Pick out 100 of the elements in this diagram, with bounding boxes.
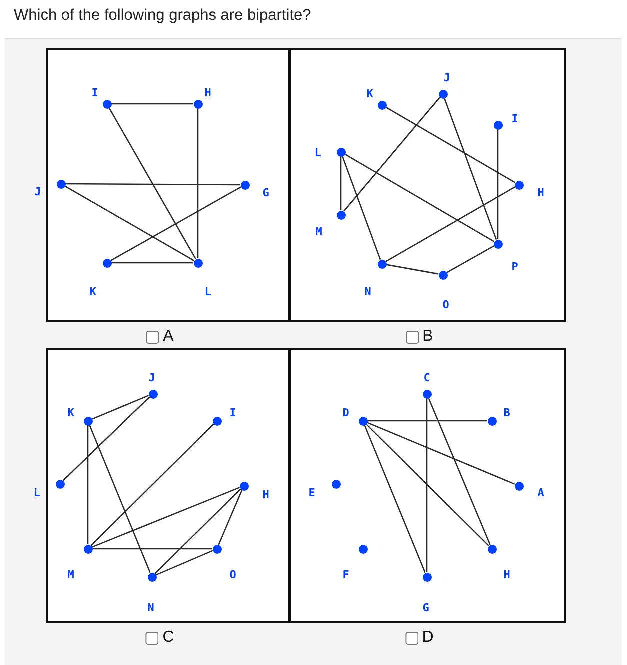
- edge-line: [497, 130, 499, 240]
- edge-line: [342, 156, 382, 260]
- option-label: D: [422, 630, 434, 646]
- edge-line: [92, 548, 212, 550]
- vertex-dot: [336, 210, 346, 220]
- vertex-dot: [240, 180, 250, 190]
- vertex-label: N: [148, 602, 154, 614]
- vertex-dot: [378, 100, 386, 110]
- vertex-label: N: [364, 286, 372, 298]
- vertex-dot: [488, 416, 496, 426]
- edge-line: [156, 550, 214, 576]
- vertex-label: E: [308, 488, 316, 498]
- edge-line: [92, 395, 150, 420]
- vertex-label: K: [68, 408, 74, 418]
- edge-line: [66, 183, 240, 186]
- vertex-label: M: [68, 570, 74, 580]
- edge-line: [112, 103, 194, 105]
- vertex-label: G: [262, 188, 270, 198]
- edge-line: [368, 420, 488, 422]
- vertex-dot: [102, 258, 112, 268]
- vertex-dot: [358, 416, 368, 426]
- vertex-dot: [438, 270, 448, 280]
- vertex-label: L: [314, 148, 322, 158]
- edge-line: [87, 426, 89, 544]
- edge-line: [386, 264, 439, 275]
- option-label: C: [162, 630, 174, 646]
- vertex-label: L: [204, 286, 212, 298]
- edge-line: [446, 246, 494, 274]
- edge-line: [344, 154, 494, 242]
- vertex-dot: [194, 258, 202, 268]
- edge-line: [340, 156, 342, 210]
- vertex-dot: [84, 416, 92, 426]
- edge-line: [366, 424, 490, 546]
- vertex-dot: [102, 100, 112, 108]
- vertex-label: C: [424, 372, 430, 384]
- vertex-dot: [438, 90, 448, 98]
- vertex-label: J: [444, 72, 450, 84]
- option-label: B: [422, 329, 434, 345]
- vertex-dot: [212, 416, 222, 426]
- vertex-dot: [240, 482, 248, 490]
- vertex-label: J: [34, 186, 42, 198]
- vertex-label: O: [230, 570, 236, 580]
- vertex-label: J: [148, 372, 156, 384]
- vertex-dot: [148, 390, 158, 398]
- vertex-label: I: [230, 408, 236, 418]
- edge-line: [197, 108, 199, 258]
- vertex-dot: [494, 120, 502, 130]
- question-text: Which of the following graphs are bipartite?: [14, 7, 312, 25]
- vertex-dot: [422, 390, 432, 398]
- vertex-label: A: [538, 488, 544, 498]
- edge-line: [426, 398, 428, 572]
- vertex-label: D: [342, 408, 350, 418]
- graph-panel: [289, 348, 566, 623]
- vertex-dot: [514, 482, 524, 490]
- edge-line: [218, 490, 243, 546]
- vertex-dot: [358, 544, 368, 554]
- vertex-label: P: [512, 262, 518, 272]
- edge-line: [110, 186, 242, 262]
- vertex-label: H: [504, 570, 510, 580]
- vertex-dot: [336, 148, 346, 156]
- vertex-label: O: [442, 300, 450, 310]
- edge-line: [108, 108, 196, 260]
- graph-panel: [289, 48, 566, 322]
- edge-line: [90, 424, 214, 546]
- edge-line: [366, 422, 516, 485]
- vertex-label: H: [204, 88, 212, 98]
- vertex-dot: [56, 180, 66, 188]
- edge-line: [154, 488, 242, 574]
- vertex-label: B: [504, 408, 510, 418]
- vertex-dot: [56, 480, 64, 488]
- vertex-dot: [84, 544, 92, 554]
- edge-line: [386, 106, 516, 184]
- edge-line: [428, 398, 491, 546]
- vertex-dot: [422, 572, 432, 582]
- edge-line: [364, 424, 426, 574]
- edge-line: [92, 487, 240, 548]
- vertex-label: M: [316, 226, 322, 238]
- edge-line: [89, 424, 151, 574]
- vertex-label: H: [538, 188, 544, 198]
- vertex-dot: [332, 480, 340, 488]
- vertex-label: G: [422, 602, 430, 614]
- vertex-label: I: [92, 88, 98, 98]
- vertex-dot: [194, 100, 202, 108]
- vertex-label: L: [34, 488, 40, 498]
- vertex-dot: [514, 180, 524, 190]
- vertex-dot: [148, 572, 156, 582]
- vertex-dot: [212, 544, 222, 554]
- vertex-label: H: [262, 490, 270, 500]
- edge-line: [444, 98, 498, 240]
- vertex-dot: [494, 240, 502, 248]
- vertex-dot: [378, 260, 386, 268]
- vertex-label: K: [366, 88, 374, 100]
- edge-line: [62, 396, 150, 482]
- edge-line: [112, 262, 194, 264]
- edge-line: [64, 186, 194, 262]
- vertex-label: F: [342, 570, 350, 580]
- vertex-dot: [488, 544, 496, 554]
- edge-line: [386, 186, 516, 262]
- vertex-label: K: [90, 286, 96, 298]
- vertex-label: I: [512, 114, 518, 124]
